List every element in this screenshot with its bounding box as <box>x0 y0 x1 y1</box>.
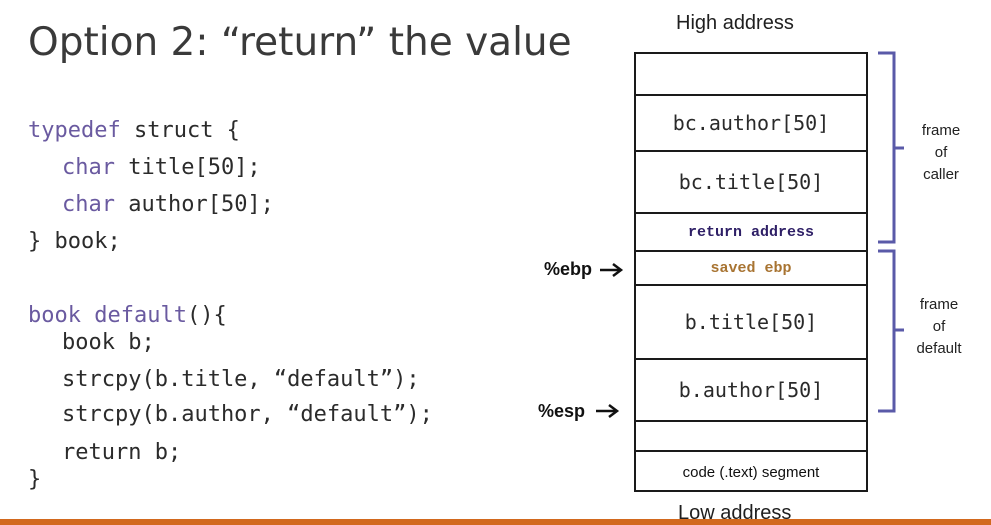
code-text: struct { <box>120 118 240 143</box>
stack-cell-code-segment: code (.text) segment <box>636 450 866 492</box>
low-address-label: Low address <box>678 502 792 524</box>
frame-of-caller-label: frame of caller <box>906 120 976 186</box>
caller-frame-bracket <box>878 51 896 244</box>
code-func-line-4: strcpy(b.author, “default”); <box>62 402 433 427</box>
stack-cell-return-address: return address <box>636 212 866 250</box>
stack-diagram: bc.author[50] bc.title[50] return addres… <box>634 52 868 492</box>
stack-cell-empty-top <box>636 54 866 94</box>
esp-arrow-icon <box>596 404 620 418</box>
code-struct-line-4: } book; <box>28 229 121 254</box>
frame-label-line: default <box>916 340 962 357</box>
code-struct-line-3: char author[50]; <box>62 192 274 218</box>
code-text: title[50]; <box>114 155 261 180</box>
bottom-accent-bar <box>0 519 991 525</box>
frame-of-default-label: frame of default <box>904 294 974 360</box>
frame-label-line: of <box>932 318 946 335</box>
code-func-line-1: book default(){ <box>28 303 227 329</box>
stack-cell-bc-title: bc.title[50] <box>636 150 866 212</box>
code-struct-line-2: char title[50]; <box>62 155 261 181</box>
high-address-label: High address <box>676 12 794 34</box>
code-text: (){ <box>186 303 227 328</box>
code-func-line-2: book b; <box>62 330 155 355</box>
frame-label-line: of <box>934 144 948 161</box>
code-space <box>81 303 94 328</box>
code-func-line-5: return b; <box>62 440 182 465</box>
keyword: typedef <box>28 118 121 143</box>
frame-brackets <box>878 51 904 413</box>
code-struct-line-1: typedef struct { <box>28 118 240 144</box>
code-text: author[50]; <box>114 192 274 217</box>
code-func-line-3: strcpy(b.title, “default”); <box>62 367 420 392</box>
frame-label-line: frame <box>921 122 961 139</box>
frame-label-line: caller <box>923 166 959 183</box>
stack-cell-saved-ebp: saved ebp <box>636 250 866 284</box>
default-frame-bracket <box>878 249 896 413</box>
stack-cell-b-author: b.author[50] <box>636 358 866 420</box>
keyword: char <box>62 192 115 217</box>
stack-cell-b-title: b.title[50] <box>636 284 866 358</box>
slide-title: Option 2: “return” the value <box>28 20 572 65</box>
esp-pointer-label: %esp <box>538 401 586 421</box>
keyword: char <box>62 155 115 180</box>
stack-cell-empty-bottom <box>636 420 866 450</box>
stack-cell-bc-author: bc.author[50] <box>636 94 866 150</box>
ebp-pointer-label: %ebp <box>544 259 593 279</box>
code-func-line-6: } <box>28 467 42 492</box>
keyword: book <box>28 303 81 328</box>
ebp-arrow-icon <box>600 263 624 277</box>
keyword: default <box>94 303 187 328</box>
frame-label-line: frame <box>919 296 959 313</box>
